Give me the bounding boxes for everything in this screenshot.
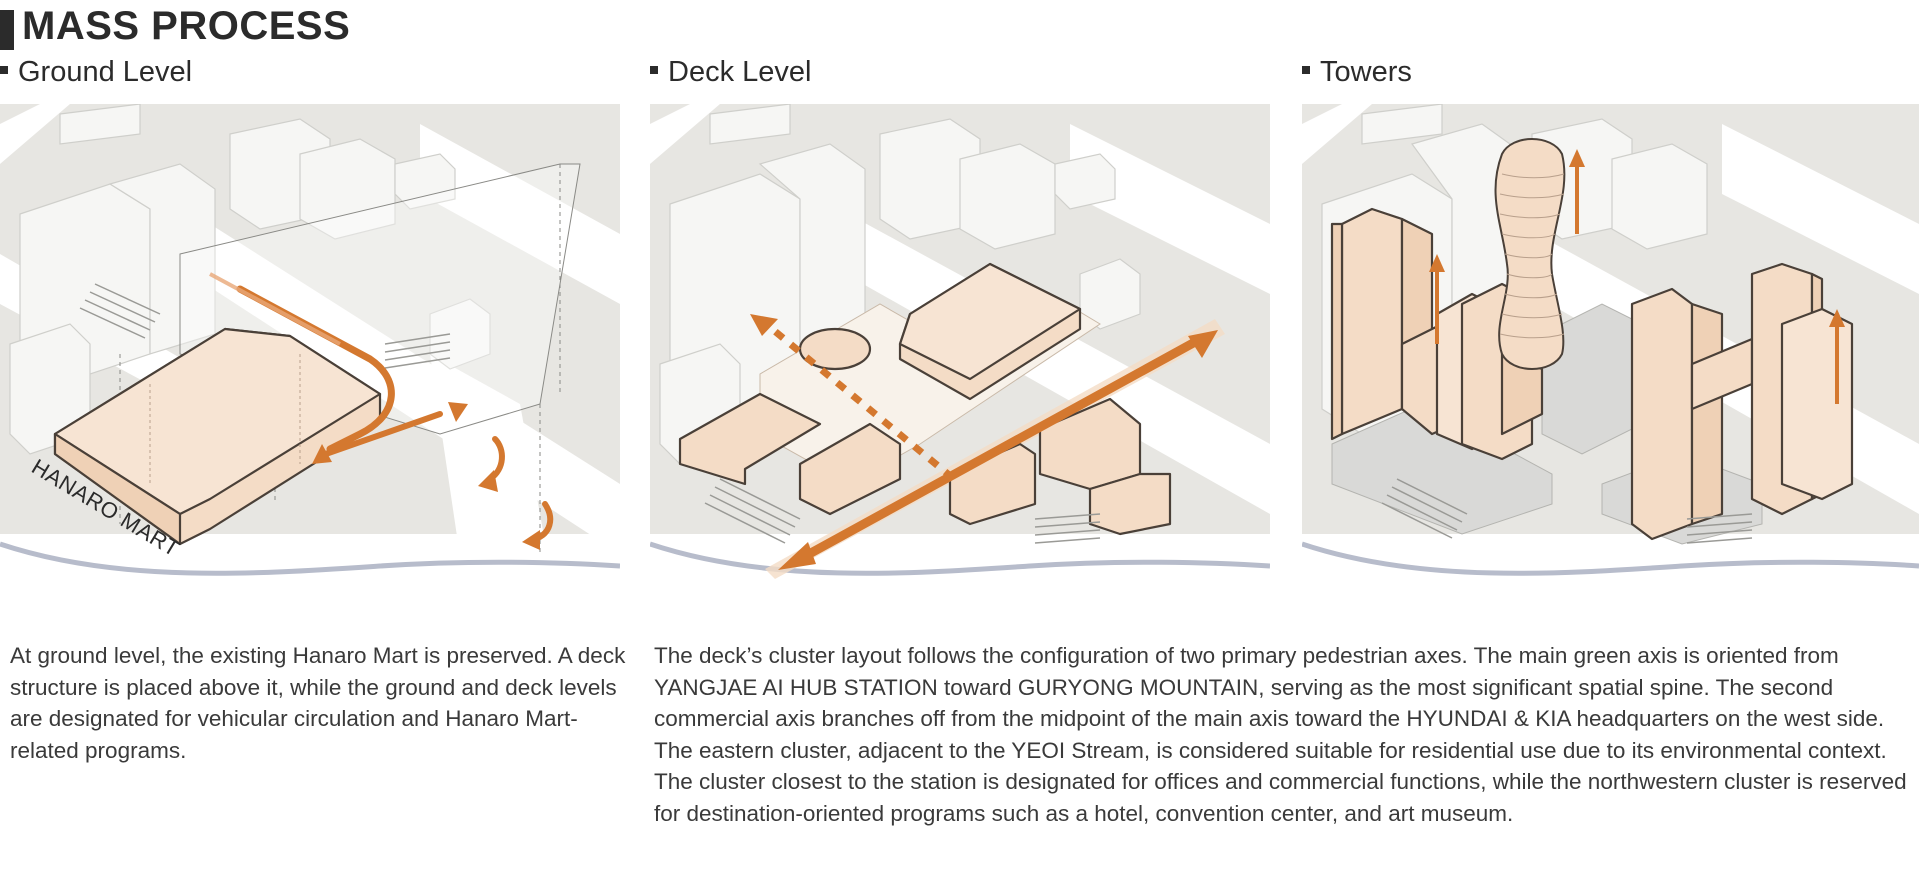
bullet-square-icon bbox=[0, 66, 8, 75]
ground-level-description: At ground level, the existing Hanaro Mar… bbox=[10, 643, 626, 763]
title-accent-bar bbox=[0, 10, 14, 50]
bullet-square-icon bbox=[1302, 66, 1310, 75]
deck-level-diagram bbox=[650, 104, 1270, 634]
bullet-square-icon bbox=[650, 66, 658, 75]
panel-heading-towers-label: Towers bbox=[1320, 56, 1412, 88]
page-title: MASS PROCESS bbox=[22, 4, 351, 48]
deck-towers-description: The deck’s cluster layout follows the co… bbox=[654, 643, 1907, 826]
panel-heading-ground: Ground Level bbox=[0, 56, 192, 89]
panel-heading-deck-label: Deck Level bbox=[668, 56, 812, 88]
panel-heading-deck: Deck Level bbox=[650, 56, 811, 89]
ground-level-diagram: HANARO MART bbox=[0, 104, 620, 634]
panel-heading-towers: Towers bbox=[1302, 56, 1412, 89]
towers-diagram bbox=[1302, 104, 1919, 634]
panel-heading-ground-label: Ground Level bbox=[18, 56, 193, 88]
